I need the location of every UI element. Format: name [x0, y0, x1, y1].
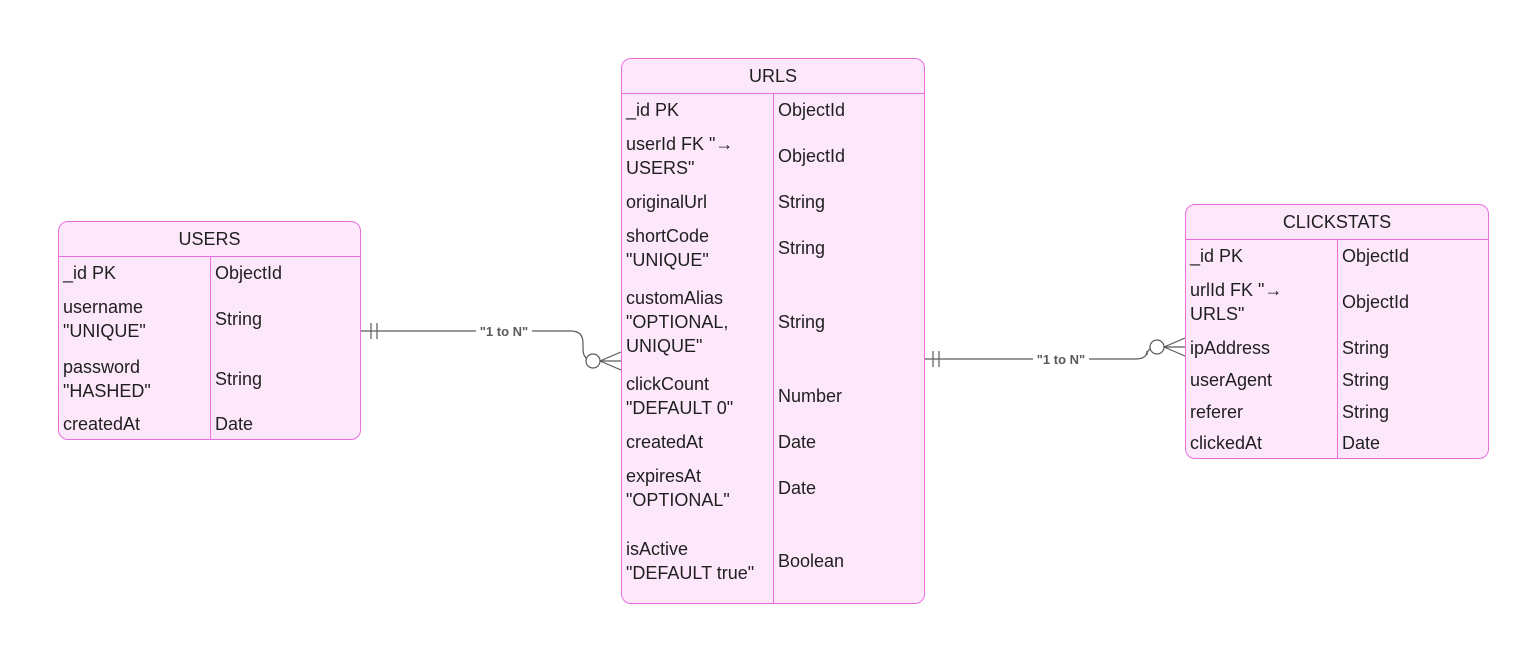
field-name: password "HASHED": [59, 349, 211, 409]
entity-row: createdAt Date: [622, 426, 924, 458]
entity-row: userAgent String: [1186, 364, 1488, 396]
entity-row: originalUrl String: [622, 186, 924, 218]
field-name: _id PK: [1186, 240, 1338, 272]
field-type: String: [1342, 370, 1390, 390]
field-type: Number: [778, 386, 843, 406]
field-name: createdAt: [59, 409, 211, 439]
entity-row: ipAddress String: [1186, 332, 1488, 364]
field-name: _id PK: [622, 94, 774, 126]
zero-marker: [585, 353, 601, 369]
field-name: createdAt: [622, 426, 774, 458]
field-type: String: [778, 192, 826, 212]
field-type: Date: [778, 478, 817, 498]
entity-row: _id PK ObjectId: [1186, 240, 1488, 272]
entity-row: shortCode "UNIQUE" String: [622, 218, 924, 278]
field-type: ObjectId: [1342, 246, 1410, 266]
field-type: String: [215, 369, 263, 389]
crow-foot: [1163, 346, 1186, 357]
field-type: String: [1342, 338, 1390, 358]
entity-users: USERS _id PK ObjectId username "UNIQUE" …: [58, 221, 361, 440]
field-type: String: [778, 238, 826, 258]
relation-label: "1 to N": [480, 324, 528, 339]
field-name: referer: [1186, 396, 1338, 428]
field-type: String: [778, 312, 826, 332]
entity-row: clickedAt Date: [1186, 428, 1488, 458]
field-type: Boolean: [778, 551, 845, 571]
entity-row: createdAt Date: [59, 409, 360, 439]
entity-row: userId FK "→ USERS" ObjectId: [622, 126, 924, 186]
field-name: shortCode "UNIQUE": [622, 218, 774, 278]
entity-row: urlId FK "→ URLS" ObjectId: [1186, 272, 1488, 332]
field-name: customAlias "OPTIONAL, UNIQUE": [622, 278, 774, 366]
field-name: clickedAt: [1186, 428, 1338, 458]
field-type: ObjectId: [1342, 292, 1410, 312]
entity-row: referer String: [1186, 396, 1488, 428]
field-name: username "UNIQUE": [59, 289, 211, 349]
crow-foot: [599, 360, 622, 371]
field-name: ipAddress: [1186, 332, 1338, 364]
relation-label: "1 to N": [1037, 352, 1085, 367]
field-type: ObjectId: [778, 100, 846, 120]
entity-clickstats: CLICKSTATS _id PK ObjectId urlId FK "→ U…: [1185, 204, 1489, 459]
crow-foot: [599, 351, 622, 362]
zero-marker: [1149, 339, 1165, 355]
field-type: Date: [1342, 433, 1381, 453]
entity-row: expiresAt "OPTIONAL" Date: [622, 458, 924, 518]
entity-row: _id PK ObjectId: [59, 257, 360, 289]
field-name: originalUrl: [622, 186, 774, 218]
field-name: userId FK "→ USERS": [622, 126, 774, 186]
relation-label-bg: [476, 323, 532, 340]
relation-users-urls: "1 to N": [361, 323, 622, 371]
field-type: Date: [778, 432, 817, 452]
entity-title: URLS: [622, 59, 924, 94]
field-name: _id PK: [59, 257, 211, 289]
field-type: ObjectId: [215, 263, 283, 283]
entity-row: clickCount "DEFAULT 0" Number: [622, 366, 924, 426]
entity-row: customAlias "OPTIONAL, UNIQUE" String: [622, 278, 924, 366]
crow-foot: [1163, 337, 1186, 348]
relation-label-bg: [1033, 351, 1089, 368]
field-name: isActive "DEFAULT true": [622, 518, 774, 603]
relation-urls-clickstats: "1 to N": [925, 337, 1186, 368]
entity-row: isActive "DEFAULT true" Boolean: [622, 518, 924, 603]
field-name: userAgent: [1186, 364, 1338, 396]
field-type: Date: [215, 414, 254, 434]
entity-title: CLICKSTATS: [1186, 205, 1488, 240]
field-name: expiresAt "OPTIONAL": [622, 458, 774, 518]
field-type: String: [215, 309, 263, 329]
field-type: ObjectId: [778, 146, 846, 166]
field-name: urlId FK "→ URLS": [1186, 272, 1338, 332]
entity-row: username "UNIQUE" String: [59, 289, 360, 349]
entity-title: USERS: [59, 222, 360, 257]
entity-row: _id PK ObjectId: [622, 94, 924, 126]
entity-row: password "HASHED" String: [59, 349, 360, 409]
field-type: String: [1342, 402, 1390, 422]
entity-urls: URLS _id PK ObjectId userId FK "→ USERS"…: [621, 58, 925, 604]
field-name: clickCount "DEFAULT 0": [622, 366, 774, 426]
